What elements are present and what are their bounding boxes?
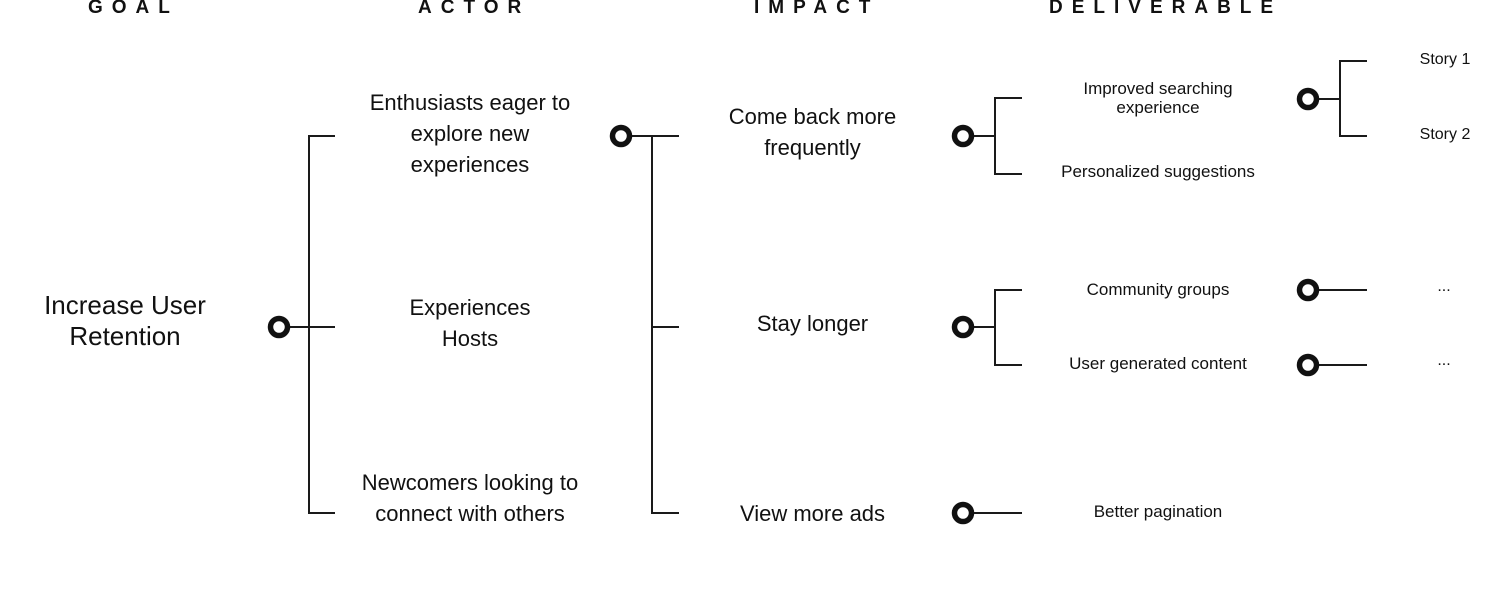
impact1-deliverable-bracket [994, 97, 1022, 175]
actor-impact-bracket [651, 135, 679, 514]
deliverable1-node [1296, 87, 1320, 111]
deliverable-label: Community groups [1086, 280, 1230, 299]
impact-label: Stay longer [756, 311, 869, 336]
impact-label: Come back more frequently [728, 104, 897, 160]
story-label: ... [1437, 278, 1451, 295]
column-header-impact: IMPACT [754, 0, 880, 18]
actor-label: Newcomers looking to connect with others [361, 470, 579, 526]
deliverable-label: Personalized suggestions [1061, 162, 1255, 181]
actor-label: Experiences Hosts [409, 295, 531, 351]
impact3-node [951, 501, 975, 525]
goal-node [267, 315, 291, 339]
actor-node [609, 124, 633, 148]
story-label: ... [1437, 352, 1451, 369]
actor-label: Enthusiasts eager to explore new experie… [369, 90, 571, 177]
impact2-node [951, 315, 975, 339]
column-header-actor: ACTOR [418, 0, 531, 18]
deliverable1-story-bracket [1339, 60, 1367, 137]
story-label: Story 2 [1419, 126, 1471, 143]
impact1-node [951, 124, 975, 148]
goal-actor-bracket [308, 135, 335, 514]
deliverable4-node [1296, 353, 1320, 377]
deliverable-label: Better pagination [1093, 502, 1223, 521]
impact-label: View more ads [739, 501, 886, 526]
column-header-deliverable: DELIVERABLE [1049, 0, 1283, 18]
deliverable3-node [1296, 278, 1320, 302]
column-header-goal: GOAL [88, 0, 179, 18]
story-label: Story 1 [1419, 51, 1471, 68]
deliverable-label: User generated content [1069, 354, 1247, 373]
deliverable-label: Improved searching experience [1083, 79, 1233, 117]
goal-label: Increase User Retention [44, 290, 206, 351]
impact2-deliverable-bracket [994, 289, 1022, 366]
